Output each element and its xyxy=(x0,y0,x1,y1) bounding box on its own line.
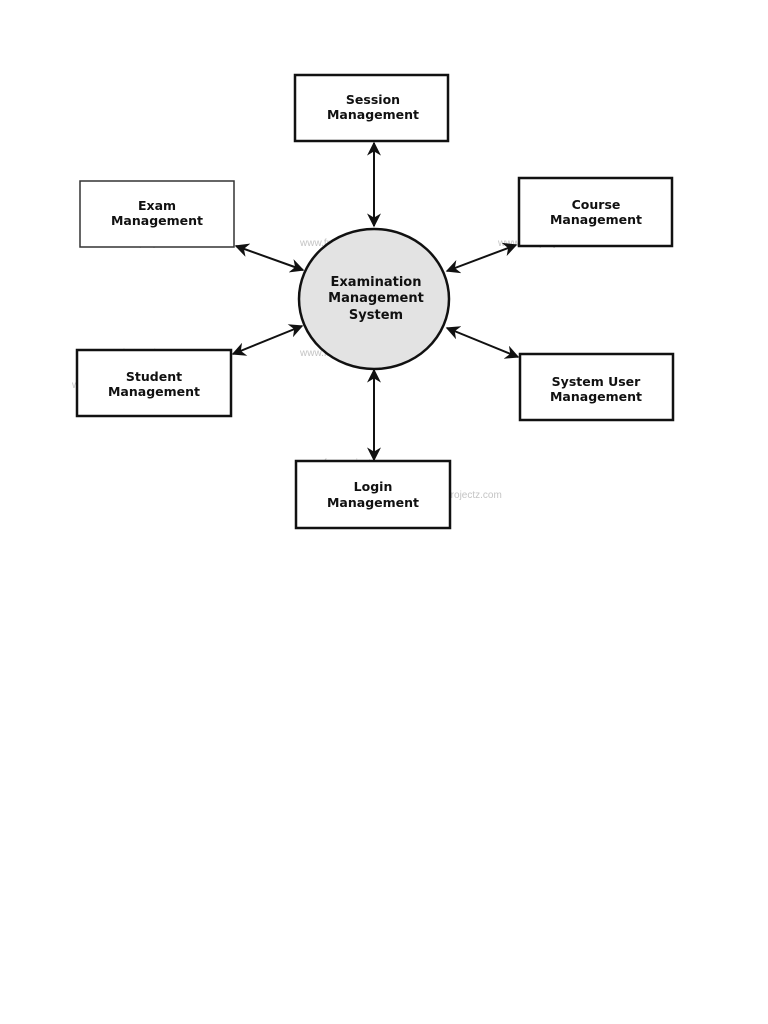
module-box xyxy=(294,459,452,530)
connector-system-user xyxy=(445,326,520,359)
module-label-line2: Management xyxy=(550,212,642,227)
module-label-line1: System User xyxy=(552,374,641,389)
module-box xyxy=(517,176,674,248)
module-label-line2: Management xyxy=(550,389,642,404)
connector-course xyxy=(445,242,518,274)
module-label-line2: Management xyxy=(108,384,200,399)
module-label-line1: Login xyxy=(354,479,393,494)
connector-exam xyxy=(234,243,305,273)
module-label-line2: Management xyxy=(327,495,419,510)
connector-group xyxy=(231,141,520,462)
module-box xyxy=(518,352,675,422)
module-system-user: System User Management xyxy=(518,352,675,422)
module-box xyxy=(293,73,450,143)
module-exam: Exam Management xyxy=(79,180,235,248)
central-process-label-line2: Management xyxy=(328,291,424,306)
module-label-line1: Session xyxy=(346,92,400,107)
central-process-label-line3: System xyxy=(349,308,403,323)
module-session: Session Management xyxy=(293,73,450,143)
module-label-line2: Management xyxy=(111,213,203,228)
connector-student xyxy=(231,324,304,356)
watermark-text: www.freeprojectz.com xyxy=(403,490,502,501)
module-label-line1: Course xyxy=(572,197,621,212)
central-process: Examination Management System xyxy=(297,227,451,371)
module-box xyxy=(79,180,235,248)
module-label-line2: Management xyxy=(327,107,419,122)
module-box xyxy=(75,348,233,418)
module-student: Student Management xyxy=(75,348,233,418)
central-process-circle xyxy=(297,227,451,371)
module-login: Login Management xyxy=(294,459,452,530)
module-course: Course Management xyxy=(517,176,674,248)
module-label-line1: Student xyxy=(126,369,182,384)
central-process-label-line1: Examination xyxy=(331,275,422,290)
module-label-line1: Exam xyxy=(138,198,176,213)
